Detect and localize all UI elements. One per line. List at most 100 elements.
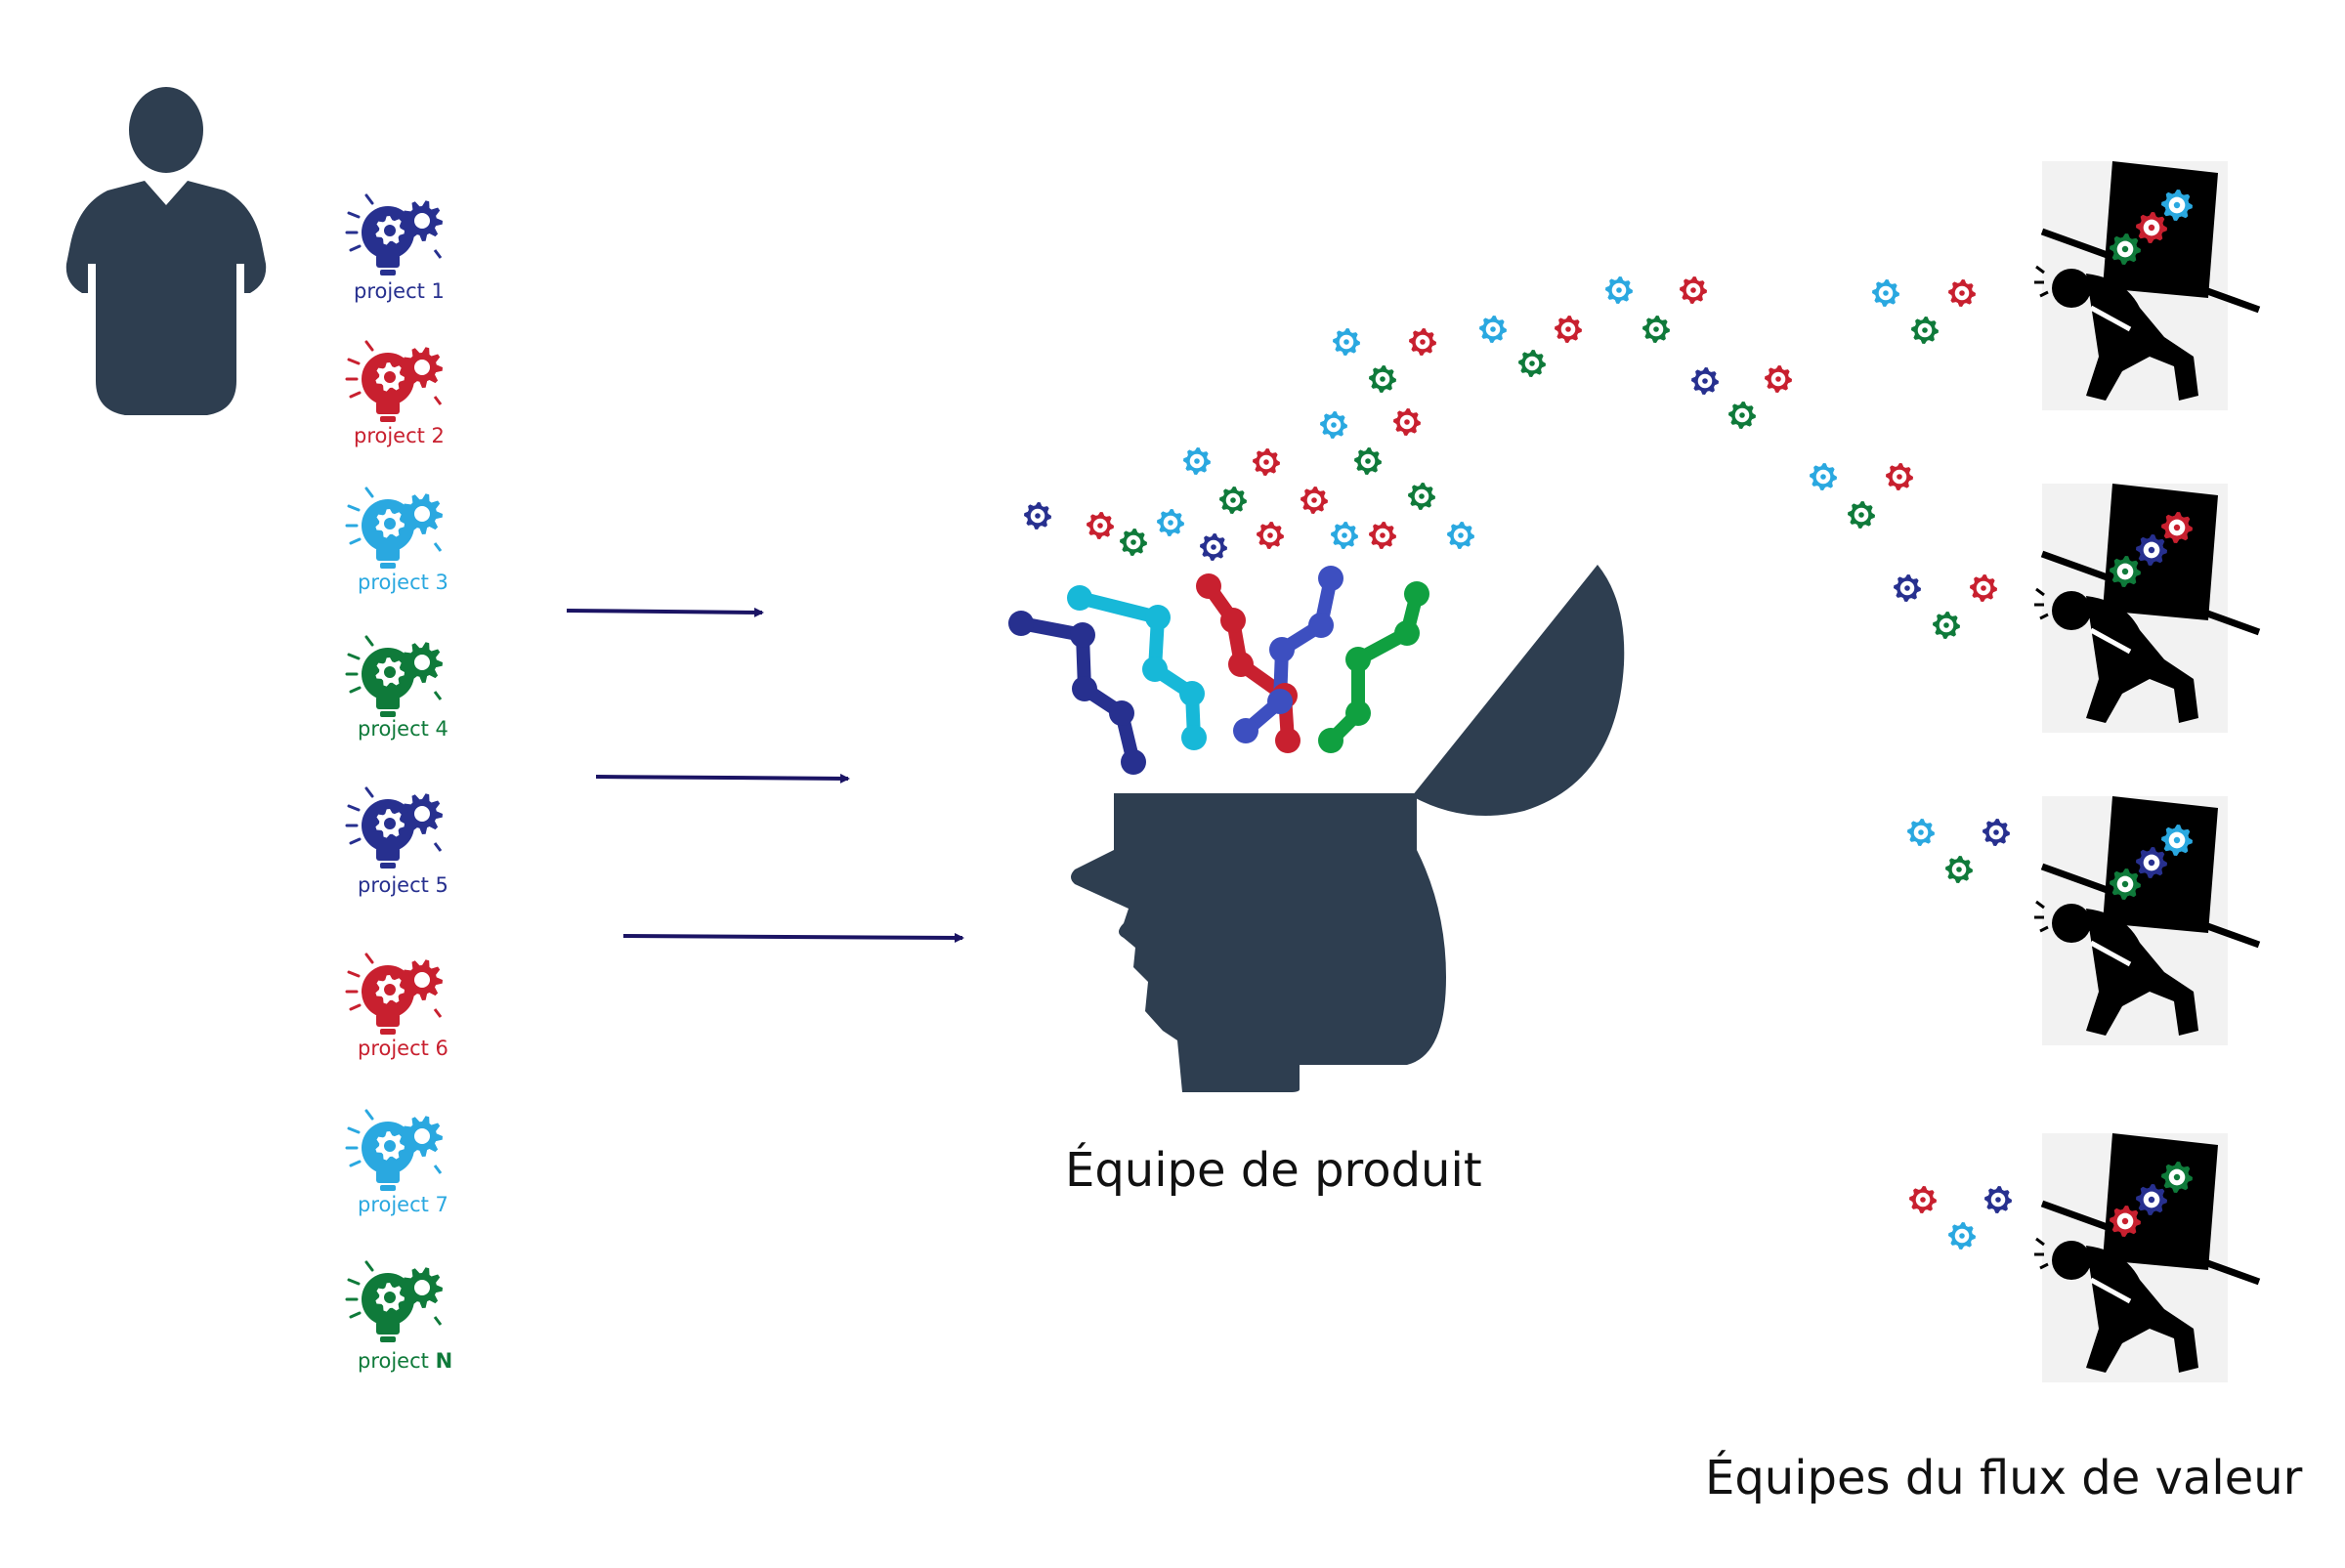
chain-joint bbox=[1008, 611, 1034, 636]
gear-icon bbox=[1933, 612, 1960, 639]
gear-icon bbox=[1333, 328, 1360, 356]
lightbulb-gear-icon bbox=[345, 1260, 443, 1342]
gear-icon bbox=[1320, 411, 1347, 439]
gear-icon bbox=[1728, 402, 1756, 429]
chain-joint bbox=[1228, 652, 1254, 677]
gear-icon bbox=[1948, 1222, 1976, 1250]
arrow-2 bbox=[595, 773, 850, 784]
gear-icon bbox=[1909, 1186, 1937, 1213]
person-carrying-load-icon bbox=[2034, 1133, 2261, 1382]
gear-icon bbox=[2110, 869, 2141, 900]
gear-icon bbox=[1810, 463, 1837, 490]
gear-icon bbox=[1253, 448, 1280, 476]
chain-joint bbox=[1345, 700, 1371, 726]
lightbulb-gear-icon bbox=[345, 786, 443, 869]
chain-joint bbox=[1220, 608, 1246, 633]
chain-joint bbox=[1345, 647, 1371, 672]
chain-joint bbox=[1404, 581, 1429, 607]
chain-green bbox=[1324, 587, 1424, 747]
project-label: project 5 bbox=[358, 873, 448, 897]
chain-joint bbox=[1109, 700, 1134, 726]
chain-joint bbox=[1318, 728, 1343, 753]
gear-icon bbox=[2161, 825, 2193, 856]
project-label-text: project 3 bbox=[358, 571, 448, 594]
chain-joint bbox=[1145, 605, 1171, 630]
gear-icon bbox=[1872, 279, 1899, 307]
gear-icon bbox=[1555, 316, 1582, 343]
person-carrying-load-icon bbox=[2034, 796, 2261, 1045]
gear-icon bbox=[1157, 509, 1184, 536]
project-icons bbox=[345, 193, 443, 1342]
lightbulb-gear-icon bbox=[345, 487, 443, 569]
lightbulb-gear-icon bbox=[345, 1109, 443, 1191]
gear-icon bbox=[1369, 522, 1396, 549]
gear-icon bbox=[1331, 522, 1358, 549]
project-label-text: project 1 bbox=[354, 279, 445, 303]
gear-icon bbox=[1120, 529, 1147, 556]
chain-joint bbox=[1196, 573, 1221, 599]
project-label-text: project 4 bbox=[358, 717, 448, 741]
value-stream-teams bbox=[2034, 161, 2261, 1382]
gear-icon bbox=[1642, 316, 1670, 343]
chain-joint bbox=[1233, 718, 1258, 743]
project-label-text: project bbox=[358, 1349, 436, 1373]
gear-icon bbox=[1183, 447, 1211, 475]
project-label: project 4 bbox=[358, 717, 448, 741]
project-label-text: project 6 bbox=[358, 1037, 448, 1060]
gear-icon bbox=[2136, 534, 2167, 566]
open-head-icon bbox=[1071, 565, 1625, 1092]
flow-arrows bbox=[566, 607, 964, 943]
gear-icon bbox=[2110, 233, 2141, 265]
gear-icon bbox=[2110, 556, 2141, 587]
gear-icon bbox=[1907, 819, 1935, 846]
lightbulb-gear-icon bbox=[345, 953, 443, 1035]
gear-icon bbox=[1848, 501, 1875, 529]
chain-joint bbox=[1269, 637, 1295, 662]
gear-icon bbox=[1408, 483, 1435, 510]
person-carrying-load-icon bbox=[2034, 484, 2261, 733]
project-label: project N bbox=[358, 1349, 452, 1373]
chain-joint bbox=[1394, 620, 1420, 646]
gear-icon bbox=[1354, 447, 1382, 475]
chain-joint bbox=[1072, 676, 1097, 701]
chain-cyan bbox=[1073, 591, 1201, 744]
project-label: project 3 bbox=[358, 571, 448, 594]
project-label-text: project 7 bbox=[358, 1193, 448, 1216]
product-team-caption: Équipe de produit bbox=[1065, 1143, 1482, 1198]
gear-icon bbox=[1948, 279, 1976, 307]
gear-icon bbox=[1024, 502, 1051, 530]
gear-icon bbox=[1605, 276, 1633, 304]
lightbulb-gear-icon bbox=[345, 340, 443, 422]
gear-icon bbox=[1894, 574, 1921, 602]
gear-icon bbox=[1393, 408, 1421, 436]
gear-icon bbox=[1945, 856, 1973, 883]
gear-icon bbox=[1911, 317, 1939, 344]
project-label-suffix: N bbox=[435, 1349, 453, 1373]
gear-icon bbox=[1518, 350, 1546, 377]
gear-icon bbox=[1970, 574, 1997, 602]
gear-icon bbox=[1886, 463, 1913, 490]
gear-icon bbox=[1369, 365, 1396, 393]
lightbulb-gear-icon bbox=[345, 193, 443, 275]
project-label: project 7 bbox=[358, 1193, 448, 1216]
gear-icon bbox=[1680, 276, 1707, 304]
gear-icon bbox=[2161, 512, 2193, 543]
gear-icon bbox=[1765, 365, 1792, 393]
gear-icon bbox=[1219, 487, 1247, 514]
chain-joint bbox=[1121, 749, 1146, 775]
project-label-text: project 2 bbox=[354, 424, 445, 447]
manager-person-icon bbox=[65, 87, 267, 415]
value-stream-teams-caption: Équipes du flux de valeur bbox=[1705, 1451, 2303, 1505]
chain-joint bbox=[1308, 613, 1334, 638]
chain-joint bbox=[1067, 585, 1092, 611]
chain-joint bbox=[1318, 566, 1343, 591]
chain-joint bbox=[1142, 657, 1168, 682]
gear-icon bbox=[2136, 1184, 2167, 1215]
arrow-3 bbox=[622, 932, 964, 943]
arrow-1 bbox=[566, 607, 764, 617]
gear-icon bbox=[1409, 328, 1436, 356]
gear-icon bbox=[2161, 1162, 2193, 1193]
gear-icon bbox=[1983, 819, 2010, 846]
